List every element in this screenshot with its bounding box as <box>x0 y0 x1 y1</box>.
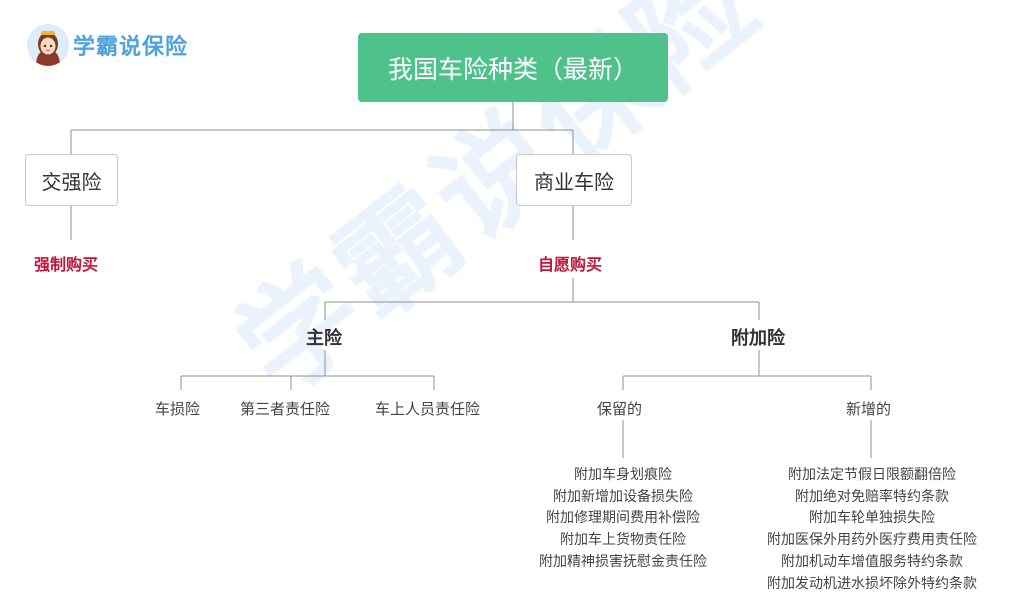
new-addon-list: 附加法定节假日限额翻倍险 附加绝对免赔率特约条款 附加车轮单独损失险 附加医保外… <box>747 465 997 595</box>
list-item: 附加新增加设备损失险 <box>553 488 693 505</box>
list-item: 附加发动机进水损坏除外特约条款 <box>767 575 977 592</box>
list-item: 附加精神损害抚慰金责任险 <box>539 553 707 570</box>
addon-insurance-label: 附加险 <box>731 328 785 349</box>
addon-retained-label: 保留的 <box>597 400 643 418</box>
main-insurance-label: 主险 <box>306 328 342 349</box>
list-item: 附加法定节假日限额翻倍险 <box>788 467 956 483</box>
list-item: 附加医保外用药外医疗费用责任险 <box>767 532 977 549</box>
brand-name: 学霸说保险 <box>73 35 189 60</box>
retained-addon-list: 附加车身划痕险 附加新增加设备损失险 附加修理期间费用补偿险 附加车上货物责任险… <box>513 465 733 574</box>
brand-logo: 学霸说保险 <box>27 24 188 66</box>
root-title-box: 我国车险种类（最新） <box>358 33 668 102</box>
main-item: 车损险 <box>155 400 201 418</box>
category-compulsory-box: 交强险 <box>25 154 118 206</box>
list-item: 附加修理期间费用补偿险 <box>546 510 700 527</box>
list-item: 附加车轮单独损失险 <box>809 510 935 527</box>
main-item: 第三者责任险 <box>240 400 331 418</box>
list-item: 附加车上货物责任险 <box>560 532 686 549</box>
compulsory-note: 强制购买 <box>34 255 99 274</box>
commercial-note: 自愿购买 <box>538 255 603 274</box>
avatar-girl-icon <box>27 24 69 66</box>
list-item: 附加机动车增值服务特约条款 <box>781 553 963 570</box>
list-item: 附加绝对免赔率特约条款 <box>795 488 949 505</box>
category-commercial-box: 商业车险 <box>516 154 632 206</box>
addon-new-label: 新增的 <box>846 400 892 418</box>
main-item: 车上人员责任险 <box>375 400 481 418</box>
list-item: 附加车身划痕险 <box>574 467 672 483</box>
